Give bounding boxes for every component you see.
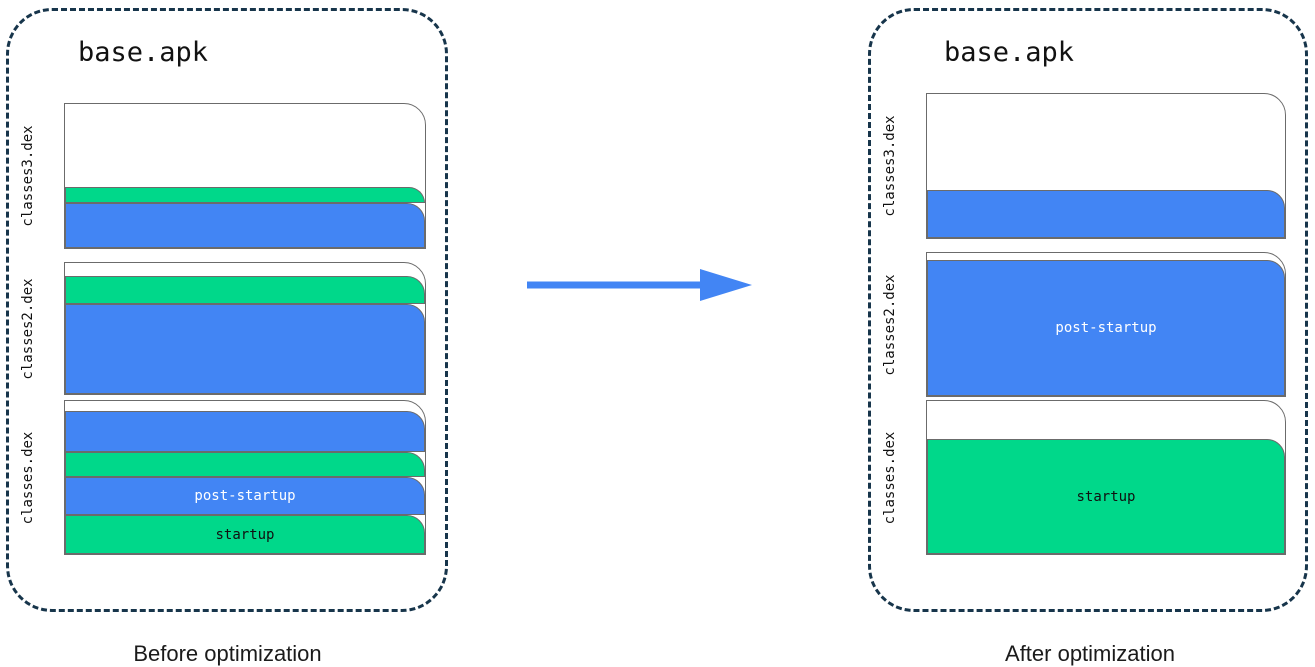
segment-startup[interactable]	[65, 186, 425, 203]
dex-group-before-classes3: classes3.dex	[20, 103, 426, 249]
dex-group-before-classes2: classes2.dex	[20, 262, 426, 395]
dex-group-after-classes3: classes3.dex	[882, 93, 1286, 239]
dex-box-classes3	[926, 93, 1286, 239]
segment-post-startup[interactable]	[65, 202, 425, 248]
dex-box-classes3	[64, 103, 426, 249]
dex-label-classes2: classes2.dex	[882, 273, 898, 376]
dex-box-classes: post-startup startup	[64, 400, 426, 555]
dex-label-classes: classes.dex	[20, 431, 36, 524]
transform-arrow	[520, 262, 760, 308]
dex-group-before-classes: classes.dex post-startup startup	[20, 400, 426, 555]
segment-post-startup[interactable]	[65, 411, 425, 452]
segment-startup[interactable]	[65, 451, 425, 477]
segment-post-startup-labeled[interactable]: post-startup	[65, 476, 425, 516]
segment-label: startup	[1076, 488, 1136, 505]
dex-box-classes2: post-startup	[926, 252, 1286, 397]
segment-label: post-startup	[194, 487, 296, 504]
segment-stack	[65, 261, 425, 394]
segment-post-startup[interactable]	[927, 189, 1285, 238]
dex-label-classes3: classes3.dex	[20, 125, 36, 227]
segment-stack	[927, 92, 1285, 238]
segment-post-startup[interactable]	[65, 303, 425, 394]
apk-title-after: base.apk	[944, 37, 1075, 68]
dex-label-classes2: classes2.dex	[20, 277, 36, 380]
segment-label: startup	[215, 526, 275, 543]
dex-box-classes2	[64, 262, 426, 395]
apk-title-before: base.apk	[78, 37, 209, 68]
segment-startup-labeled[interactable]: startup	[65, 515, 425, 554]
segment-startup-labeled[interactable]: startup	[927, 439, 1285, 554]
dex-group-after-classes2: classes2.dex post-startup	[882, 252, 1286, 397]
segment-stack: post-startup	[927, 251, 1285, 396]
segment-label: post-startup	[1055, 319, 1157, 336]
dex-group-after-classes: classes.dex startup	[882, 400, 1286, 555]
dex-label-classes: classes.dex	[882, 431, 898, 524]
dex-box-classes: startup	[926, 400, 1286, 555]
segment-stack	[65, 102, 425, 248]
dex-label-classes3: classes3.dex	[882, 115, 898, 217]
segment-stack: startup	[927, 399, 1285, 554]
caption-before: Before optimization	[133, 641, 322, 666]
segment-startup[interactable]	[65, 275, 425, 304]
segment-post-startup-labeled[interactable]: post-startup	[927, 259, 1285, 396]
caption-after: After optimization	[1005, 641, 1175, 666]
segment-stack: post-startup startup	[65, 399, 425, 554]
